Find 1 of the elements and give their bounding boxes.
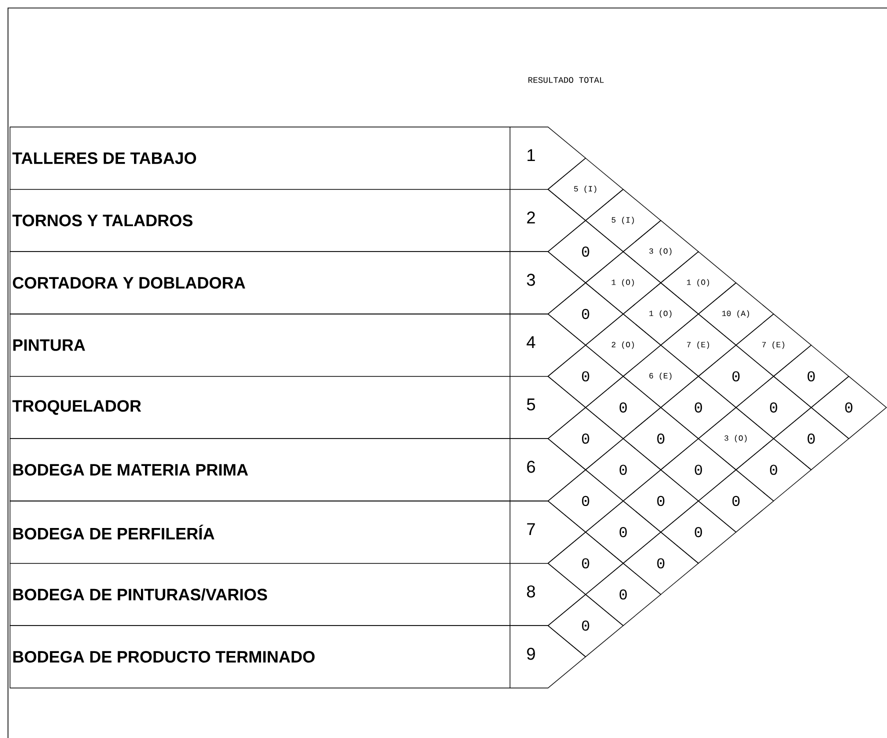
chart-title: RESULTADO TOTAL bbox=[528, 77, 604, 83]
